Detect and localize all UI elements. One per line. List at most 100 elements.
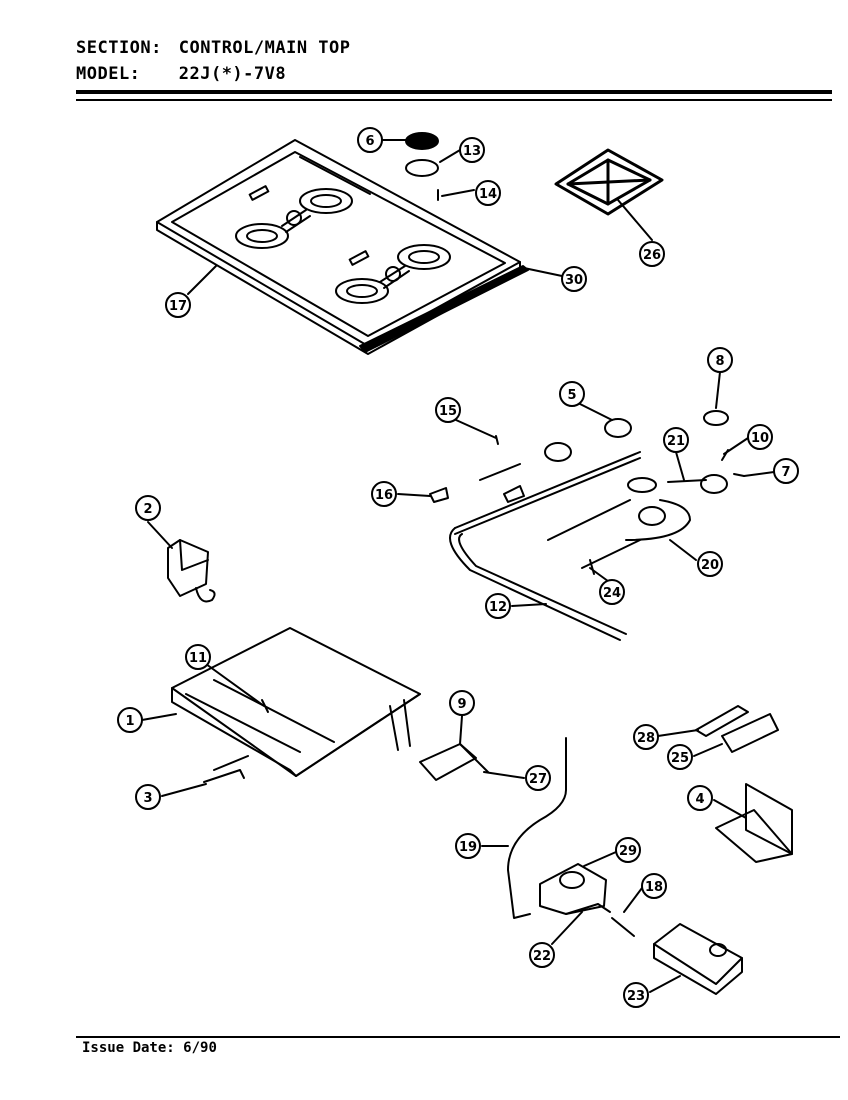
leader-line (649, 975, 681, 993)
leader-line (205, 663, 265, 707)
issue-date: Issue Date: 6/90 (82, 1040, 217, 1056)
switch-part (167, 539, 216, 603)
callout-21: 21 (663, 427, 689, 453)
svg-text:4: 4 (695, 792, 704, 807)
burner-cap-part (703, 410, 729, 426)
leader-line (523, 267, 563, 277)
callout-26: 26 (639, 241, 665, 267)
issue-date-value: 6/90 (183, 1040, 217, 1056)
callout-10: 10 (747, 424, 773, 450)
leader-line (397, 493, 431, 497)
callout-3: 3 (135, 784, 161, 810)
callout-30: 30 (561, 266, 587, 292)
leader-line (713, 799, 747, 819)
svg-text:23: 23 (627, 989, 645, 1004)
model-heading: MODEL: 22J(*)-7V8 (76, 64, 286, 84)
footer-rule (76, 1036, 840, 1038)
valve-part (539, 863, 611, 915)
header-rule-thin (76, 99, 832, 101)
svg-text:2: 2 (143, 502, 152, 517)
callout-5: 5 (559, 381, 585, 407)
leader-line (511, 603, 547, 607)
callout-20: 20 (697, 551, 723, 577)
leader-line (743, 471, 775, 477)
mounting-bracket-part (715, 783, 793, 863)
leader-line (623, 887, 643, 913)
burner-assembly-part (429, 418, 745, 641)
leader-line (583, 851, 617, 867)
svg-text:1: 1 (125, 714, 134, 729)
svg-text:21: 21 (667, 434, 685, 449)
callout-15: 15 (435, 397, 461, 423)
cap-part (405, 132, 439, 150)
model-label: MODEL: (76, 64, 141, 84)
leader-line (187, 265, 217, 295)
svg-text:17: 17 (169, 299, 187, 314)
leader-line (459, 715, 463, 745)
leader-line (147, 521, 173, 549)
svg-text:15: 15 (439, 404, 457, 419)
svg-text:16: 16 (375, 488, 393, 503)
callout-18: 18 (641, 873, 667, 899)
trim-strip-part (359, 265, 529, 353)
leader-line (675, 451, 685, 481)
leader-line (161, 783, 207, 797)
callout-4: 4 (687, 785, 713, 811)
svg-text:22: 22 (533, 949, 551, 964)
thermostat-part (611, 917, 743, 995)
leader-line (669, 539, 697, 561)
leader-line (141, 713, 177, 721)
section-heading: SECTION: CONTROL/MAIN TOP (76, 38, 351, 58)
main-top-part (156, 139, 521, 355)
grate-part (554, 148, 664, 216)
model-value: 22J(*)-7V8 (178, 64, 287, 84)
header-rule-thick (76, 90, 832, 94)
callout-12: 12 (485, 593, 511, 619)
callout-27: 27 (525, 765, 551, 791)
leader-line (455, 419, 497, 439)
leader-line (579, 403, 613, 421)
callout-28: 28 (633, 724, 659, 750)
leader-line (441, 189, 475, 197)
svg-text:7: 7 (781, 465, 790, 480)
callout-2: 2 (135, 495, 161, 521)
svg-text:30: 30 (565, 273, 583, 288)
svg-text:6: 6 (365, 134, 374, 149)
bottom-panel-part (171, 627, 421, 783)
callout-13: 13 (459, 137, 485, 163)
svg-text:25: 25 (671, 751, 689, 766)
svg-text:26: 26 (643, 248, 661, 263)
section-value: CONTROL/MAIN TOP (178, 38, 351, 58)
igniter-part (419, 743, 489, 781)
svg-text:11: 11 (189, 651, 207, 666)
leader-line (439, 149, 461, 163)
svg-text:9: 9 (457, 697, 466, 712)
svg-text:5: 5 (567, 388, 576, 403)
svg-text:14: 14 (479, 187, 497, 202)
callout-1: 1 (117, 707, 143, 733)
callout-9: 9 (449, 690, 475, 716)
svg-text:10: 10 (751, 431, 769, 446)
section-label: SECTION: (76, 38, 162, 58)
svg-text:20: 20 (701, 558, 719, 573)
leader-line (483, 771, 525, 779)
svg-text:28: 28 (637, 731, 655, 746)
callout-11: 11 (185, 644, 211, 670)
svg-text:19: 19 (459, 840, 477, 855)
svg-text:8: 8 (715, 354, 724, 369)
callout-25: 25 (667, 744, 693, 770)
svg-text:3: 3 (143, 791, 152, 806)
svg-text:24: 24 (603, 586, 621, 601)
callout-23: 23 (623, 982, 649, 1008)
svg-text:13: 13 (463, 144, 481, 159)
callout-8: 8 (707, 347, 733, 373)
bracket-part (695, 705, 779, 753)
issue-date-label: Issue Date: (82, 1040, 175, 1056)
ring-part (405, 159, 439, 177)
svg-text:27: 27 (529, 772, 547, 787)
leader-line (715, 371, 721, 409)
svg-text:29: 29 (619, 844, 637, 859)
svg-text:18: 18 (645, 880, 663, 895)
leader-line (551, 911, 583, 945)
